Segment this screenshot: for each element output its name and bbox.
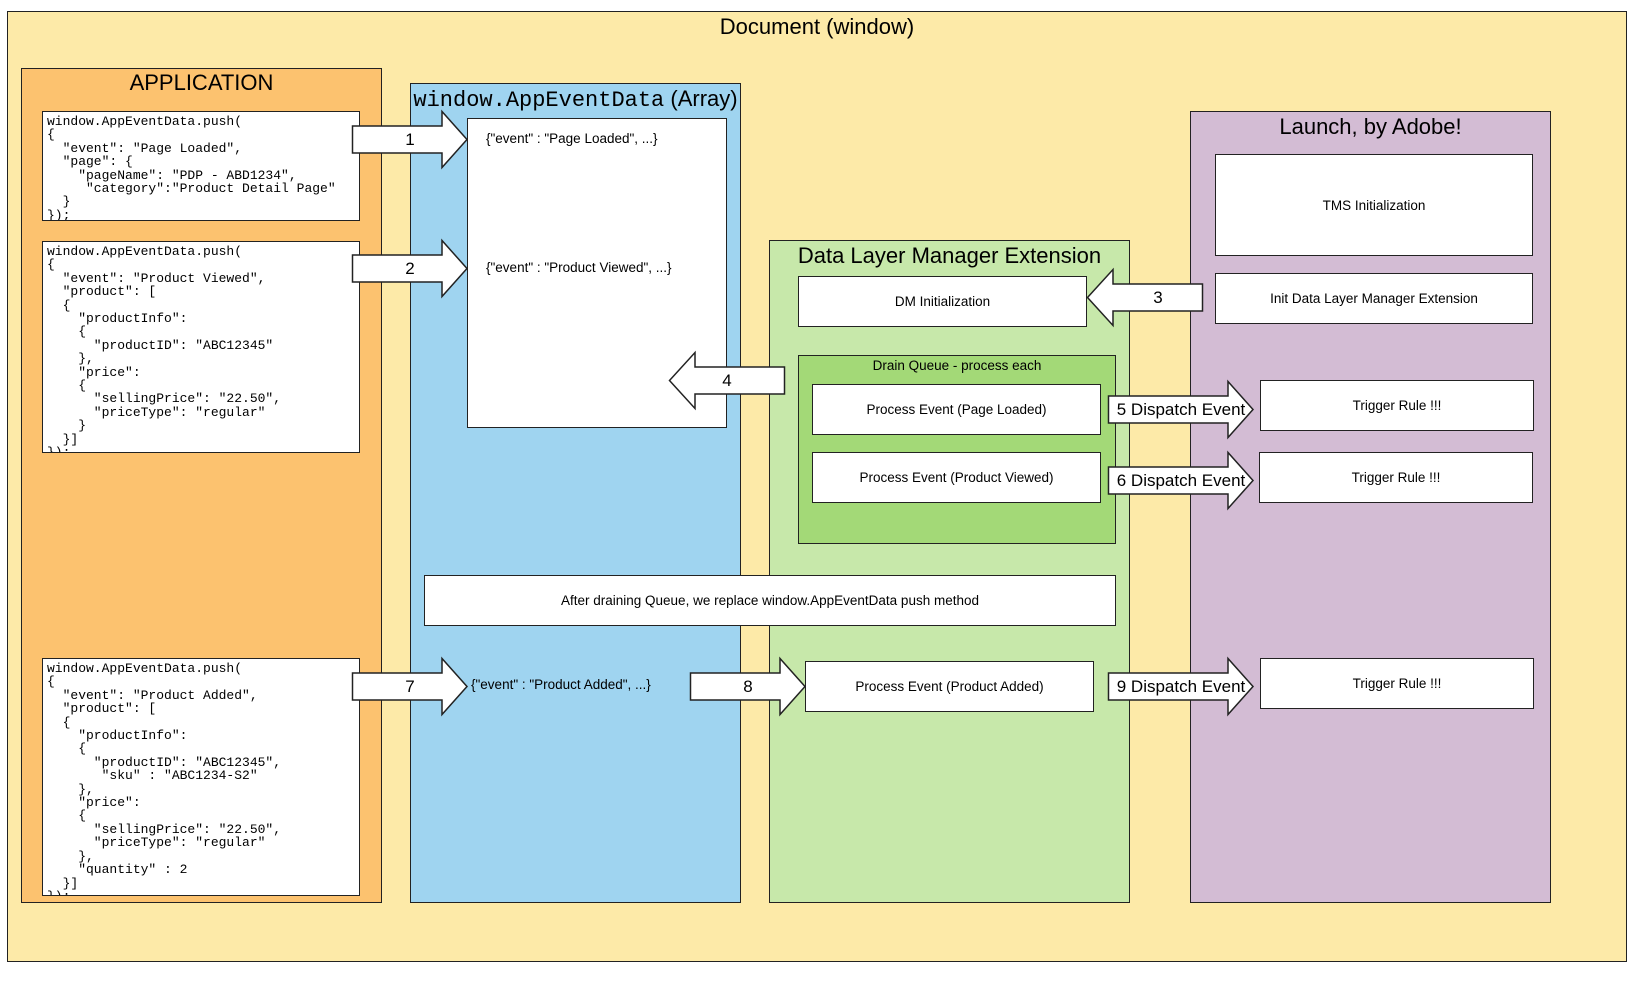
arrow-4-left: 4 [668,350,786,411]
process-event-page-loaded-box: Process Event (Page Loaded) [812,384,1101,435]
queued-event-product-viewed: {"event" : "Product Viewed", ...} [486,260,672,275]
code-snippet-product-viewed: window.AppEventData.push( { "event": "Pr… [42,241,360,453]
arrow-3-left: 3 [1086,267,1204,328]
arrow-5-dispatch-event: 5 Dispatch Event [1107,379,1255,440]
arrow-7-right: 7 [351,656,469,717]
arrow-6-dispatch-event: 6 Dispatch Event [1107,450,1255,511]
trigger-rule-box-1: Trigger Rule !!! [1260,380,1534,431]
arrow-2-right: 2 [351,238,469,299]
data-layer-manager-panel: Data Layer Manager Extension [769,240,1130,903]
drain-queue-title: Drain Queue - process each [872,358,1042,373]
tms-initialization-box: TMS Initialization [1215,154,1533,256]
trigger-rule-box-3: Trigger Rule !!! [1260,658,1534,709]
arrow-9-dispatch-event: 9 Dispatch Event [1107,656,1255,717]
array-title-suffix: (Array) [664,86,738,111]
dm-initialization-box: DM Initialization [798,276,1087,327]
queued-event-page-loaded: {"event" : "Page Loaded", ...} [486,131,658,146]
replace-push-method-note: After draining Queue, we replace window.… [424,575,1116,626]
code-snippet-page-loaded: window.AppEventData.push( { "event": "Pa… [42,111,360,221]
application-title: APPLICATION [129,70,274,95]
pushed-event-product-added: {"event" : "Product Added", ...} [471,677,651,692]
process-event-product-viewed-box: Process Event (Product Viewed) [812,452,1101,503]
process-event-product-added-box: Process Event (Product Added) [805,661,1094,712]
array-title-code: window.AppEventData [413,88,665,113]
arrow-8-right: 8 [689,656,807,717]
data-layer-manager-title: Data Layer Manager Extension [797,243,1102,268]
code-snippet-product-added: window.AppEventData.push( { "event": "Pr… [42,658,360,896]
event-queue-box [467,118,727,428]
init-data-layer-manager-box: Init Data Layer Manager Extension [1215,273,1533,324]
app-event-data-array-title: window.AppEventData (Array) [411,86,740,113]
trigger-rule-box-2: Trigger Rule !!! [1259,452,1533,503]
document-window-title: Document (window) [719,14,915,39]
launch-by-adobe-title: Launch, by Adobe! [1279,114,1462,139]
arrow-1-right: 1 [351,109,469,170]
